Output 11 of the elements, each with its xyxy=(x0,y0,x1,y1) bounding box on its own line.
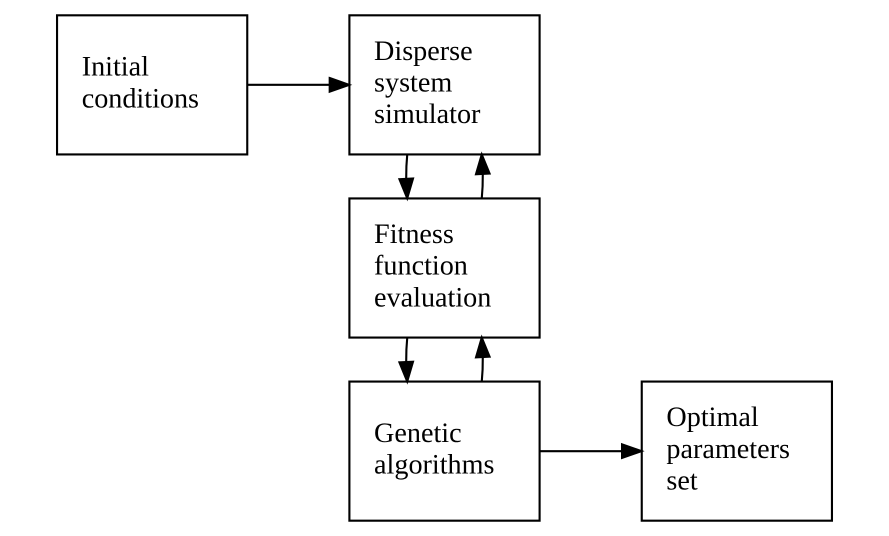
node-box: Genetic algorithms xyxy=(348,380,541,522)
node-box: Optimal parameters set xyxy=(640,380,834,522)
arrow xyxy=(398,154,414,202)
arrow xyxy=(398,338,414,385)
node-box: Disperse system simulator xyxy=(348,14,541,156)
arrow xyxy=(540,442,645,460)
arrow xyxy=(248,76,352,94)
node-box: Fitness function evaluation xyxy=(348,197,541,339)
arrow xyxy=(474,334,492,382)
node-box: Initial conditions xyxy=(56,14,248,156)
arrow xyxy=(474,151,492,198)
